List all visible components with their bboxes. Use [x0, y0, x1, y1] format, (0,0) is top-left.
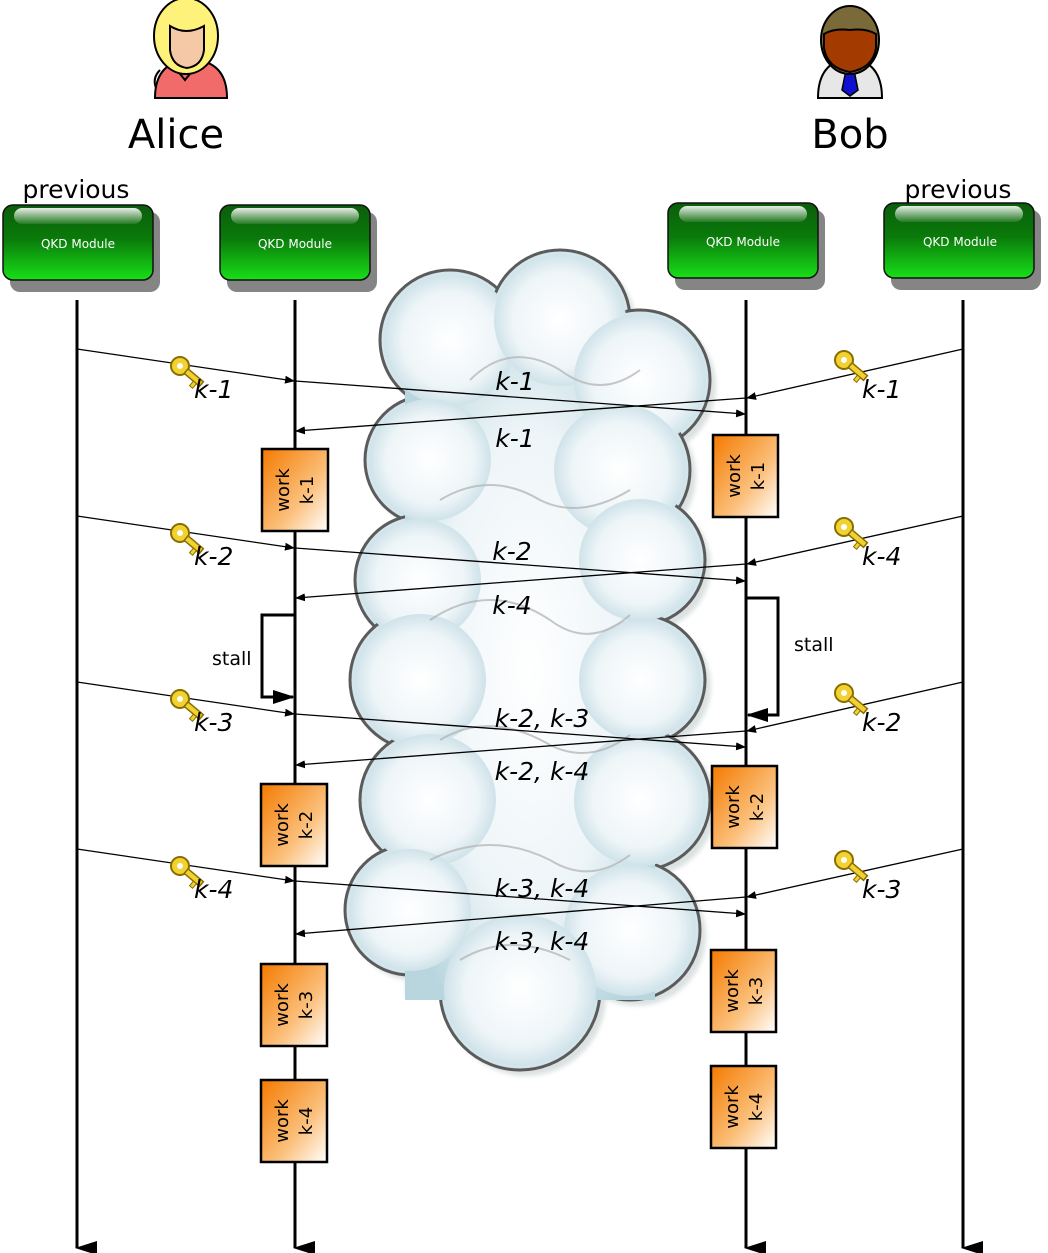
svg-text:QKD Module: QKD Module: [41, 237, 115, 251]
bob-work-box-1: work k-1: [711, 433, 780, 519]
svg-text:k-1: k-1: [297, 476, 318, 504]
key-icon: [834, 350, 869, 384]
alice-avatar: [153, 0, 229, 99]
bob-to-alice-msg-2: [295, 563, 747, 602]
key-icon: [834, 683, 869, 717]
bob-key-label-3: k-2: [862, 708, 901, 737]
channel-label-ab-1: k-1: [495, 367, 534, 396]
key-icon: [170, 356, 205, 390]
alice-to-bob-msg-2: [294, 547, 746, 585]
key-icon: [170, 689, 205, 723]
svg-text:k-4: k-4: [746, 1093, 767, 1121]
channel-label-ba-3: k-2, k-4: [495, 757, 590, 786]
svg-text:work: work: [724, 454, 745, 498]
alice-key-label-1: k-1: [194, 375, 233, 404]
alice-key-label-3: k-3: [194, 708, 233, 737]
key-icon: [170, 856, 205, 890]
alice-work-box-2: work k-2: [259, 782, 329, 868]
alice-key-label-4: k-4: [194, 875, 233, 904]
alice-to-bob-msg-3: [294, 713, 746, 751]
alice-work-box-1: work k-1: [260, 447, 330, 533]
svg-text:k-4: k-4: [296, 1107, 317, 1135]
svg-text:k-2: k-2: [296, 811, 317, 839]
bob-work-box-4: work k-4: [709, 1064, 778, 1150]
alice-key-label-2: k-2: [194, 542, 233, 571]
channel-label-ab-4: k-3, k-4: [495, 874, 590, 903]
bob-key-label-2: k-4: [862, 542, 901, 571]
bob-current-qkd-module: QKD Module: [667, 202, 825, 290]
bob-stall-label: stall: [794, 634, 834, 656]
bob-work-box-2: work k-2: [710, 764, 779, 850]
svg-text:k-1: k-1: [748, 462, 769, 490]
alice-to-bob-msg-1: [294, 380, 746, 418]
channel-label-ba-1: k-1: [495, 424, 534, 453]
bob-stall-bracket: [746, 596, 780, 722]
svg-text:work: work: [272, 983, 293, 1027]
channel-label-ab-2: k-2: [492, 537, 531, 566]
svg-text:work: work: [722, 1085, 743, 1129]
bob-to-alice-msg-1: [295, 397, 747, 435]
svg-text:work: work: [272, 803, 293, 847]
bob-avatar: [816, 5, 884, 99]
alice-to-bob-msg-4: [294, 880, 746, 918]
svg-text:work: work: [272, 1099, 293, 1143]
svg-text:QKD Module: QKD Module: [923, 235, 997, 249]
alice-work-box-4: work k-4: [259, 1078, 329, 1164]
bob-to-alice-msg-4: [295, 896, 747, 938]
key-icon: [170, 523, 205, 557]
bob-work-box-3: work k-3: [709, 948, 778, 1034]
bob-key-label-4: k-3: [862, 875, 901, 904]
alice-work-box-3: work k-3: [259, 962, 329, 1048]
svg-text:k-2: k-2: [747, 793, 768, 821]
svg-text:k-3: k-3: [296, 991, 317, 1019]
channel-label-ba-4: k-3, k-4: [495, 927, 590, 956]
alice-stall-label: stall: [212, 648, 252, 670]
alice-stall-bracket: [260, 613, 295, 704]
alice-previous-qkd-module: QKD Module: [2, 204, 160, 292]
svg-text:work: work: [722, 969, 743, 1013]
bob-previous-label: previous: [905, 175, 1012, 204]
key-icons: [170, 350, 869, 890]
svg-text:k-3: k-3: [746, 977, 767, 1005]
svg-text:QKD Module: QKD Module: [706, 235, 780, 249]
bob-previous-qkd-module: QKD Module: [883, 202, 1041, 290]
bob-key-label-1: k-1: [862, 375, 901, 404]
key-icon: [834, 517, 869, 551]
channel-label-ab-3: k-2, k-3: [495, 704, 590, 733]
svg-text:work: work: [723, 785, 744, 829]
bob-name: Bob: [811, 112, 888, 158]
svg-text:work: work: [273, 468, 294, 512]
alice-previous-label: previous: [23, 175, 130, 204]
key-icon: [834, 850, 869, 884]
svg-text:QKD Module: QKD Module: [258, 237, 332, 251]
alice-name: Alice: [128, 112, 224, 158]
alice-current-qkd-module: QKD Module: [219, 204, 377, 292]
channel-label-ba-2: k-4: [492, 591, 531, 620]
bob-to-alice-msg-3: [295, 730, 747, 769]
channel-cloud: [343, 248, 716, 1076]
